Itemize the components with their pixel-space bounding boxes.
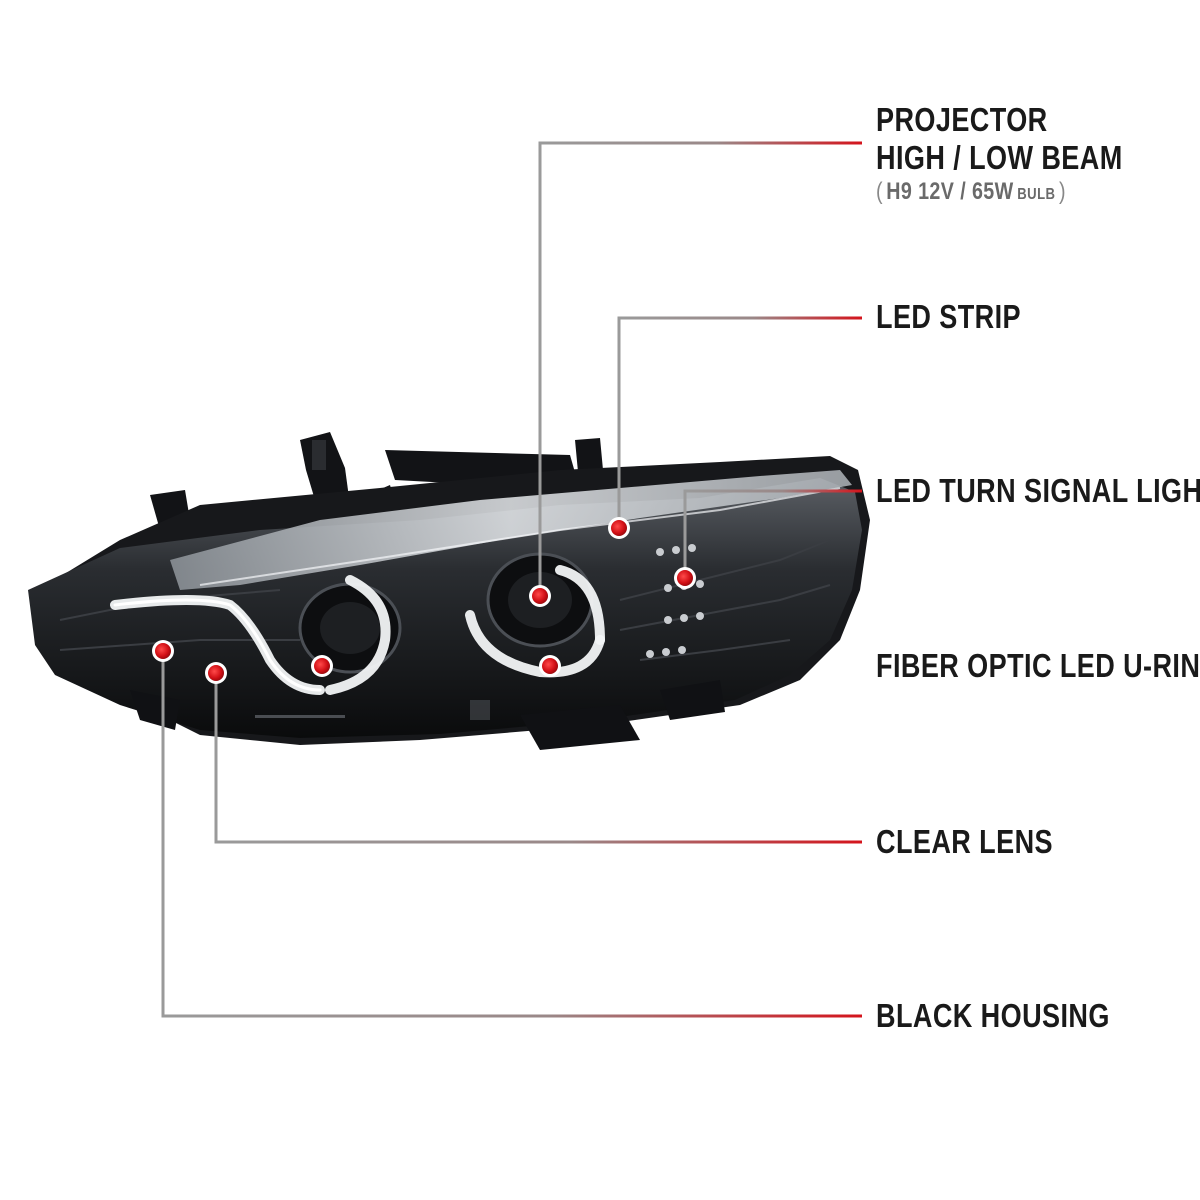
dot-u-ring-right <box>539 655 561 677</box>
dot-black-housing <box>152 640 174 662</box>
bezel-lines <box>59 539 831 661</box>
dot-turn-signal <box>674 567 696 589</box>
leader-black-housing <box>161 651 862 1018</box>
dot-projector <box>529 585 551 607</box>
lower-mounts <box>130 680 725 750</box>
leader-lines <box>161 141 862 1018</box>
label-u-rings: FIBER OPTIC LED U-RINGS <box>876 647 1200 684</box>
label-led-strip: LED STRIP <box>876 298 1022 335</box>
u-rings <box>110 565 605 695</box>
leader-clear-lens <box>214 673 862 844</box>
callout-dots <box>152 517 696 684</box>
leader-turn-signal <box>683 489 862 578</box>
label-projector-line2: HIGH / LOW BEAM <box>876 139 1123 176</box>
spec-close-paren: ) <box>1059 178 1066 205</box>
headlight-image <box>28 432 870 750</box>
leader-led-strip <box>617 316 862 528</box>
spec-open-paren: ( <box>876 178 883 205</box>
label-turn-signal: LED TURN SIGNAL LIGHT <box>876 472 1200 509</box>
dot-u-ring-left <box>311 655 333 677</box>
label-black-housing: BLACK HOUSING <box>876 997 1110 1034</box>
spec-bulb-rating: H9 12V / 65W <box>886 178 1014 205</box>
dot-clear-lens <box>205 662 227 684</box>
spec-bulb-word: BULB <box>1017 186 1056 203</box>
label-clear-lens: CLEAR LENS <box>876 823 1053 860</box>
leader-projector <box>538 141 862 596</box>
turn-signal-leds <box>646 544 704 658</box>
upper-clear-lens <box>170 470 852 590</box>
label-projector-spec: ( H9 12V / 65W BULB ) <box>876 178 1066 206</box>
lens-fine-print <box>255 700 490 720</box>
dot-led-strip <box>608 517 630 539</box>
label-projector-line1: PROJECTOR <box>876 101 1048 138</box>
